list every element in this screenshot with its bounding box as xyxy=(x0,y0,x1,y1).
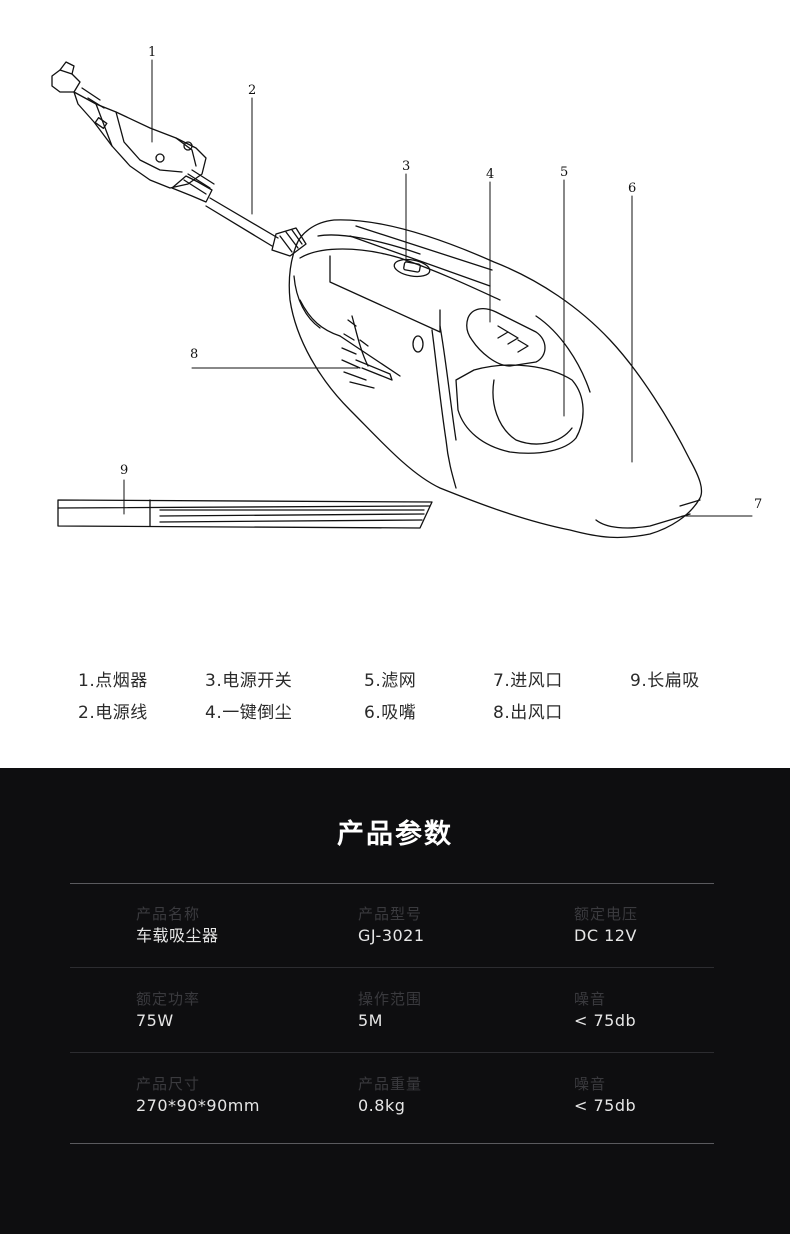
spec-value: 车载吸尘器 xyxy=(136,926,219,945)
callout-2: 2 xyxy=(248,83,256,98)
legend-item: 4.一键倒尘 xyxy=(205,703,293,723)
spec-cell: 操作范围 5M xyxy=(358,989,558,1033)
spec-label: 产品尺寸 xyxy=(136,1075,201,1093)
divider xyxy=(70,1143,714,1144)
spec-label: 额定功率 xyxy=(136,990,201,1008)
spec-cell: 额定功率 75W xyxy=(136,989,336,1033)
cigarette-lighter-plug xyxy=(51,61,215,203)
spec-label: 产品型号 xyxy=(358,905,423,923)
spec-value: 75W xyxy=(136,1011,174,1030)
callout-leaders xyxy=(123,59,753,517)
spec-label: 产品名称 xyxy=(136,905,201,923)
spec-title: 产品参数 xyxy=(337,819,453,850)
spec-value: < 75db xyxy=(574,1011,637,1030)
callout-1: 1 xyxy=(148,45,156,60)
legend-item: 5.滤网 xyxy=(364,671,417,691)
spec-cell: 噪音 < 75db xyxy=(574,989,774,1033)
spec-label: 额定电压 xyxy=(574,905,639,923)
callout-7: 7 xyxy=(754,497,762,512)
spec-value: GJ-3021 xyxy=(358,926,425,945)
legend-item: 3.电源开关 xyxy=(205,671,293,691)
callout-5: 5 xyxy=(560,165,568,180)
legend-item: 8.出风口 xyxy=(493,703,563,723)
spec-label: 噪音 xyxy=(574,1075,607,1093)
legend-item: 2.电源线 xyxy=(78,703,148,723)
spec-cell: 产品名称 车载吸尘器 xyxy=(136,904,336,948)
divider xyxy=(70,883,714,884)
spec-cell: 产品重量 0.8kg xyxy=(358,1074,558,1118)
spec-value: 5M xyxy=(358,1011,383,1030)
vacuum-body xyxy=(288,219,703,539)
spec-value: DC 12V xyxy=(574,926,637,945)
spec-value: < 75db xyxy=(574,1096,637,1115)
spec-section: 产品参数 产品名称 车载吸尘器 产品型号 GJ-3021 额定电压 DC 12V… xyxy=(0,768,790,1234)
product-diagram: 1 2 3 4 5 6 7 8 9 xyxy=(51,45,762,539)
callout-numbers: 1 2 3 4 5 6 7 8 9 xyxy=(120,45,762,512)
legend-item: 6.吸嘴 xyxy=(364,703,417,723)
spec-cell: 噪音 < 75db xyxy=(574,1074,774,1118)
spec-label: 操作范围 xyxy=(358,990,423,1008)
divider xyxy=(70,1052,714,1053)
power-cord xyxy=(205,197,307,257)
divider xyxy=(70,967,714,968)
callout-8: 8 xyxy=(190,347,198,362)
legend-item: 7.进风口 xyxy=(493,671,563,691)
flat-nozzle-accessory xyxy=(57,499,433,529)
spec-value: 270*90*90mm xyxy=(136,1096,260,1115)
callout-4: 4 xyxy=(486,167,494,182)
spec-cell: 产品尺寸 270*90*90mm xyxy=(136,1074,336,1118)
spec-cell: 额定电压 DC 12V xyxy=(574,904,774,948)
spec-value: 0.8kg xyxy=(358,1096,406,1115)
parts-legend: 1.点烟器 3.电源开关 5.滤网 7.进风口 9.长扁吸 2.电源线 4.一键… xyxy=(0,660,790,730)
spec-label: 产品重量 xyxy=(358,1075,423,1093)
legend-item: 9.长扁吸 xyxy=(630,671,700,691)
spec-cell: 产品型号 GJ-3021 xyxy=(358,904,558,948)
callout-3: 3 xyxy=(402,159,410,174)
spec-label: 噪音 xyxy=(574,990,607,1008)
vacuum-line-drawing: 1 2 3 4 5 6 7 8 9 xyxy=(51,45,762,539)
callout-6: 6 xyxy=(628,181,636,196)
callout-9: 9 xyxy=(120,463,128,478)
legend-item: 1.点烟器 xyxy=(78,671,148,691)
